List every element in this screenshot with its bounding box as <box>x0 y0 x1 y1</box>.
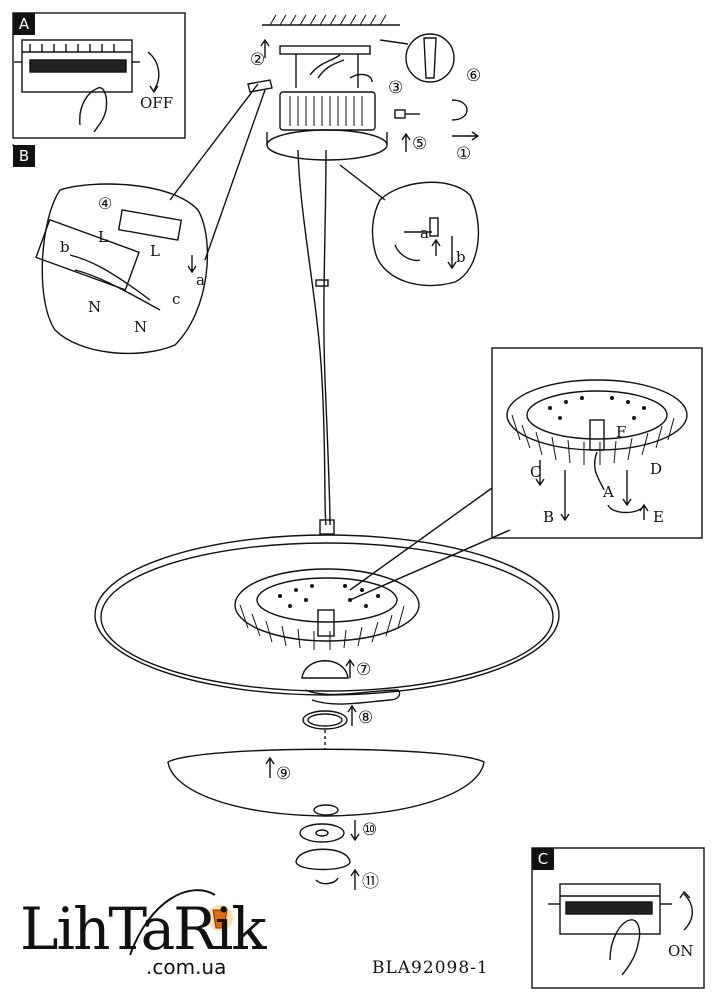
module-label-a: A <box>603 483 614 501</box>
on-label: ON <box>668 942 694 960</box>
screw-label-b: b <box>456 248 466 266</box>
module-detail-frame <box>491 347 703 539</box>
inset-c-tag: C <box>532 848 554 870</box>
suspension-cable <box>297 149 327 526</box>
o-ring <box>302 710 348 730</box>
step-9: ⑨ <box>276 764 292 784</box>
inset-b-tag: B <box>13 145 35 167</box>
breaker-switch-off <box>14 39 140 133</box>
wall-plug-detail <box>405 33 455 83</box>
wire-n-right: N <box>134 318 148 336</box>
inset-a-frame <box>12 12 186 139</box>
washer <box>299 823 345 843</box>
step-10: ⑩ <box>362 820 378 840</box>
label-a-circle: a <box>196 271 205 289</box>
brand-logo-text: LihTaRik <box>20 895 267 963</box>
step-6: ⑥ <box>466 66 482 86</box>
reflector-ring <box>94 534 560 696</box>
step-7: ⑦ <box>356 660 372 680</box>
inset-c-frame <box>531 847 705 989</box>
wire-l-right: L <box>150 242 160 260</box>
wire-l-left: L <box>98 228 108 246</box>
led-module <box>234 568 420 642</box>
step-4-label: ④ <box>98 194 113 213</box>
step-1: ① <box>456 144 472 164</box>
off-label: OFF <box>140 94 174 112</box>
step-5: ⑤ <box>412 134 428 154</box>
step-3: ③ <box>388 78 404 98</box>
off-arrow <box>147 51 160 91</box>
module-label-f: F <box>616 423 627 441</box>
inset-a-tag: A <box>13 13 35 35</box>
step-11: ⑪ <box>362 872 379 892</box>
screw-label-a: a <box>420 224 429 242</box>
module-label-c: C <box>530 463 542 481</box>
label-c-circle: c <box>172 290 181 308</box>
model-code: BLA92098-1 <box>372 958 489 978</box>
module-label-e: E <box>653 508 664 526</box>
cap-nut <box>295 848 351 871</box>
diffuser-bowl <box>167 748 485 817</box>
lamp-icon <box>129 889 233 956</box>
step-2: ② <box>250 50 266 70</box>
mounting-bracket <box>279 45 371 55</box>
inset-b-bubble <box>41 183 209 355</box>
module-label-b: B <box>543 508 555 526</box>
center-cap <box>301 660 349 679</box>
brand-domain: .com.ua <box>146 955 227 979</box>
screw-detail-bubble <box>371 181 480 287</box>
module-label-d: D <box>650 460 663 478</box>
wire-n-left: N <box>88 298 102 316</box>
breaker-switch-on <box>548 883 672 976</box>
label-b-circle: b <box>60 238 70 256</box>
canopy <box>279 91 376 131</box>
on-arrow <box>683 893 693 931</box>
step-8: ⑧ <box>358 708 374 728</box>
